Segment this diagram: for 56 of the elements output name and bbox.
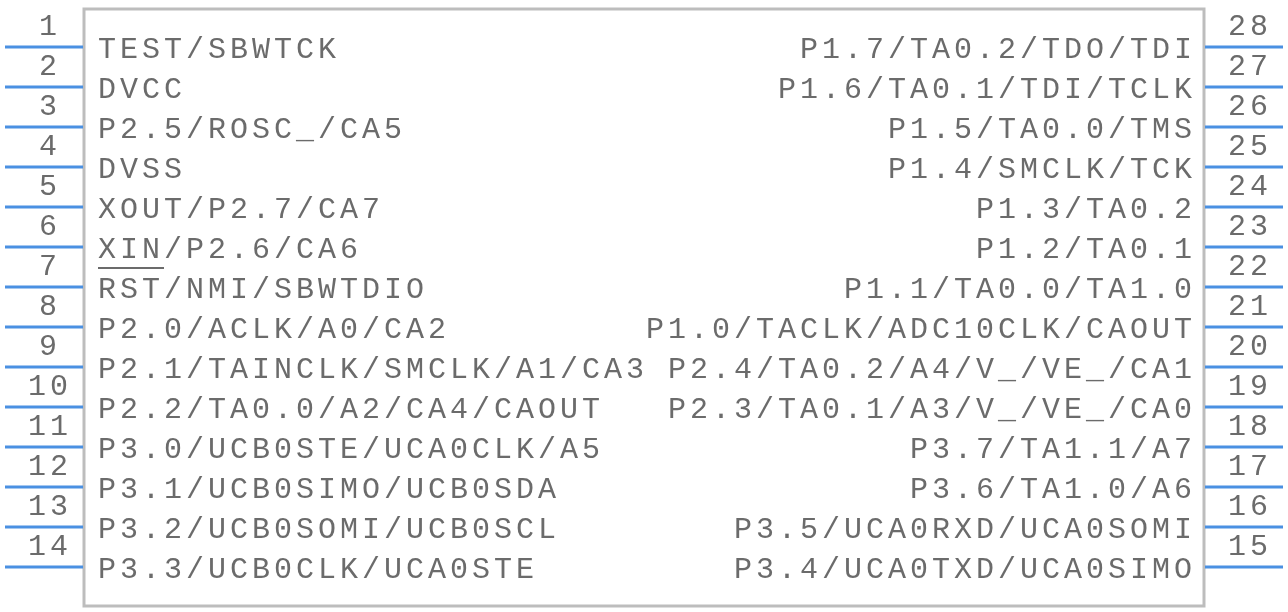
pin-number: 1 xyxy=(39,11,61,43)
pin-number: 24 xyxy=(1228,171,1272,203)
pin-number: 9 xyxy=(39,331,61,363)
pin-number: 12 xyxy=(28,451,72,483)
pin-name: P1.4/SMCLK/TCK xyxy=(887,154,1196,186)
pin-number: 26 xyxy=(1228,91,1272,123)
pin-number: 16 xyxy=(1228,491,1272,523)
pin-number: 17 xyxy=(1228,451,1272,483)
pin-name: P3.4/UCA0TXD/UCA0SIMO xyxy=(733,554,1196,586)
pin-name: DVSS xyxy=(98,154,186,186)
pin-name: P1.2/TA0.1 xyxy=(975,234,1196,266)
pin-number: 19 xyxy=(1228,371,1272,403)
pin-number: 20 xyxy=(1228,331,1272,363)
pin-name: P1.6/TA0.1/TDI/TCLK xyxy=(777,74,1196,106)
pin-number: 28 xyxy=(1228,11,1272,43)
pin-name: P1.5/TA0.0/TMS xyxy=(887,114,1196,146)
pin-name: P3.2/UCB0SOMI/UCB0SCL xyxy=(98,514,561,546)
pin-number: 14 xyxy=(28,531,72,563)
pin-name: P3.3/UCB0CLK/UCA0STE xyxy=(98,554,539,586)
pin-number: 10 xyxy=(28,371,72,403)
pin-number: 5 xyxy=(39,171,61,203)
pin-number: 25 xyxy=(1228,131,1272,163)
pin-number: 15 xyxy=(1228,531,1272,563)
pin-name: TEST/SBWTCK xyxy=(98,34,341,66)
pin-name: P3.6/TA1.0/A6 xyxy=(909,474,1196,506)
pin-number: 2 xyxy=(39,51,61,83)
pin-name: XIN/P2.6/CA6 xyxy=(98,234,363,266)
pin-name: P1.0/TACLK/ADC10CLK/CAOUT xyxy=(645,314,1196,346)
pin-name: P2.2/TA0.0/A2/CA4/CAOUT xyxy=(98,394,605,426)
pin-name: P2.3/TA0.1/A3/V_/VE_/CA0 xyxy=(667,394,1196,426)
pin-name: P3.0/UCB0STE/UCA0CLK/A5 xyxy=(98,434,605,466)
pin-name: P1.7/TA0.2/TDO/TDI xyxy=(799,34,1196,66)
pin-number: 13 xyxy=(28,491,72,523)
pin-number: 6 xyxy=(39,211,61,243)
pin-name: P3.7/TA1.1/A7 xyxy=(909,434,1196,466)
pin-name: P2.0/ACLK/A0/CA2 xyxy=(98,314,451,346)
pin-number: 8 xyxy=(39,291,61,323)
pin-number: 11 xyxy=(28,411,72,443)
pin-name: DVCC xyxy=(98,74,186,106)
pin-number: 3 xyxy=(39,91,61,123)
pin-number: 7 xyxy=(39,251,61,283)
pin-name: P2.4/TA0.2/A4/V_/VE_/CA1 xyxy=(667,354,1196,386)
pin-number: 27 xyxy=(1228,51,1272,83)
pin-number: 23 xyxy=(1228,211,1272,243)
pin-name: P2.5/ROSC_/CA5 xyxy=(98,114,407,146)
pin-name: XOUT/P2.7/CA7 xyxy=(98,194,385,226)
pin-name: P3.5/UCA0RXD/UCA0SOMI xyxy=(733,514,1196,546)
pin-name: P1.1/TA0.0/TA1.0 xyxy=(843,274,1196,306)
pin-number: 18 xyxy=(1228,411,1272,443)
pin-number: 21 xyxy=(1228,291,1272,323)
pin-number: 22 xyxy=(1228,251,1272,283)
pin-name: P3.1/UCB0SIMO/UCB0SDA xyxy=(98,474,561,506)
pin-number: 4 xyxy=(39,131,61,163)
pin-name: P1.3/TA0.2 xyxy=(975,194,1196,226)
pin-name: P2.1/TAINCLK/SMCLK/A1/CA3 xyxy=(98,354,649,386)
pin-name: RST/NMI/SBWTDIO xyxy=(98,274,429,306)
